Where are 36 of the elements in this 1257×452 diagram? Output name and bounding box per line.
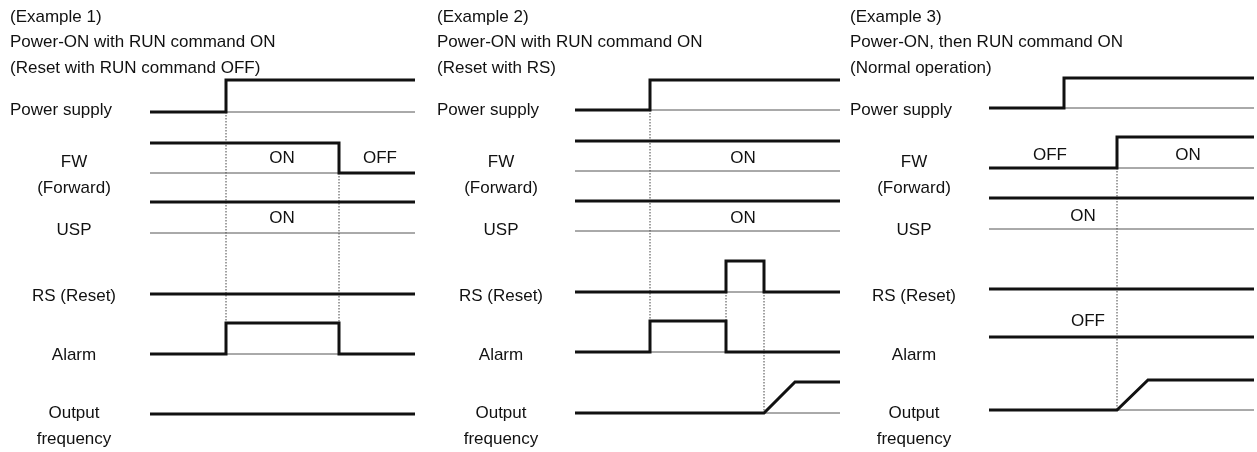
example-heading: (Example 1) <box>10 6 102 28</box>
signal-label: ON <box>1174 144 1202 166</box>
example-heading: Power-ON with RUN command ON <box>437 31 703 53</box>
signal-label: Output frequency <box>35 402 113 450</box>
example-heading: (Normal operation) <box>850 57 992 79</box>
signal-label: Power supply <box>850 99 953 121</box>
signal-label: Alarm <box>890 344 938 366</box>
signal-label: FW (Forward) <box>463 151 539 199</box>
signal-label: OFF <box>1032 144 1068 166</box>
signal-label: Power supply <box>10 99 113 121</box>
example-heading: (Example 2) <box>437 6 529 28</box>
example-heading: (Reset with RUN command OFF) <box>10 57 261 79</box>
signal-label: USP <box>55 219 93 241</box>
signal-label: ON <box>1069 205 1097 227</box>
signal-label: ON <box>268 207 296 229</box>
signal-label: Alarm <box>477 344 525 366</box>
signal-label: RS (Reset) <box>30 285 118 307</box>
signal-label: RS (Reset) <box>870 285 958 307</box>
example-heading: Power-ON with RUN command ON <box>10 31 276 53</box>
signal-label: ON <box>268 147 296 169</box>
signal-label: Alarm <box>50 344 98 366</box>
signal-label: FW (Forward) <box>876 151 952 199</box>
signal-label: RS (Reset) <box>457 285 545 307</box>
example-heading: Power-ON, then RUN command ON <box>850 31 1124 53</box>
signal-label: ON <box>729 147 757 169</box>
example-heading: (Example 3) <box>850 6 942 28</box>
signal-label: OFF <box>1070 310 1106 332</box>
example-heading: (Reset with RS) <box>437 57 557 79</box>
signal-label: Output frequency <box>462 402 540 450</box>
signal-label: Output frequency <box>875 402 953 450</box>
signal-label: USP <box>895 219 933 241</box>
signal-label: Power supply <box>437 99 540 121</box>
signal-label: USP <box>482 219 520 241</box>
signal-label: ON <box>729 207 757 229</box>
signal-label: FW (Forward) <box>36 151 112 199</box>
signal-label: OFF <box>362 147 398 169</box>
